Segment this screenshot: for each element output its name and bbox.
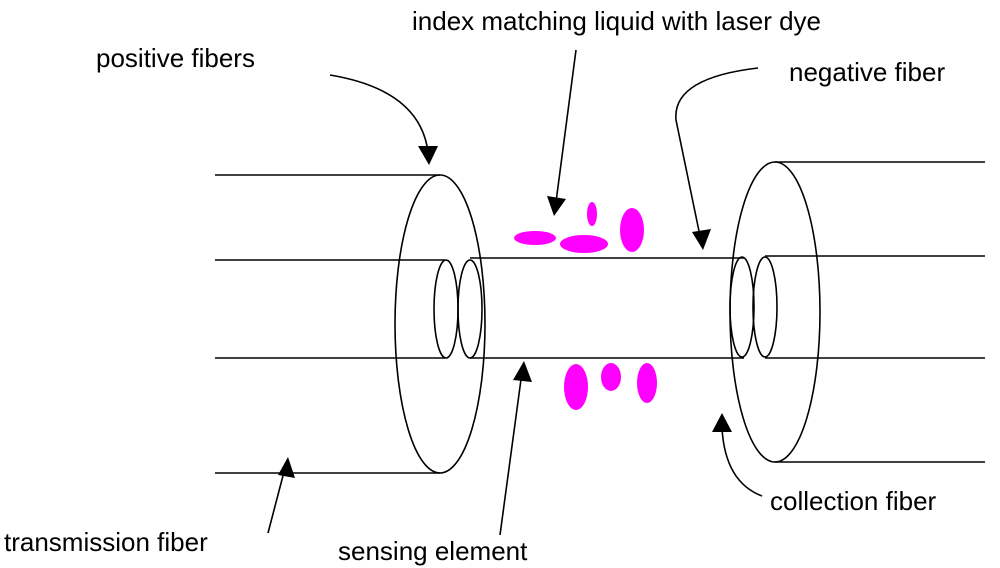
right-end-face (729, 161, 821, 463)
collection-fiber-arrowhead (712, 413, 732, 432)
left-ring-outer (433, 259, 459, 359)
left-ring-inner (457, 259, 483, 359)
label-sensing-element: sensing element (338, 536, 528, 566)
negative-fiber-leader (675, 67, 759, 237)
negative-fiber-arrowhead (692, 229, 711, 250)
label-index-matching-liquid: index matching liquid with laser dye (412, 6, 821, 36)
dye-droplet (637, 363, 657, 403)
sensing-element-arrowhead (513, 361, 532, 382)
label-positive-fibers: positive fibers (96, 43, 255, 73)
dye-droplet (620, 208, 644, 252)
sensing-element-leader (499, 371, 523, 536)
label-transmission-fiber: transmission fiber (4, 527, 208, 557)
label-collection-fiber: collection fiber (770, 486, 937, 516)
collection-fiber-leader (721, 427, 763, 497)
transmission-fiber-arrowhead (278, 457, 295, 478)
dye-droplet (560, 235, 608, 253)
index-liquid-arrowhead (547, 196, 566, 216)
index-liquid-leader (555, 49, 577, 203)
label-negative-fiber: negative fiber (789, 57, 946, 87)
positive-fibers-leader (329, 74, 429, 153)
dye-droplet (587, 202, 597, 226)
positive-fibers-arrowhead (418, 146, 438, 165)
right-ring-outer (729, 256, 755, 358)
dye-droplets (514, 202, 657, 410)
dye-droplet (514, 231, 556, 245)
right-ring-inner (752, 256, 778, 358)
left-end-face (394, 174, 486, 474)
dye-droplet (601, 363, 621, 391)
transmission-fiber-leader (267, 467, 286, 534)
dye-droplet (564, 364, 588, 410)
